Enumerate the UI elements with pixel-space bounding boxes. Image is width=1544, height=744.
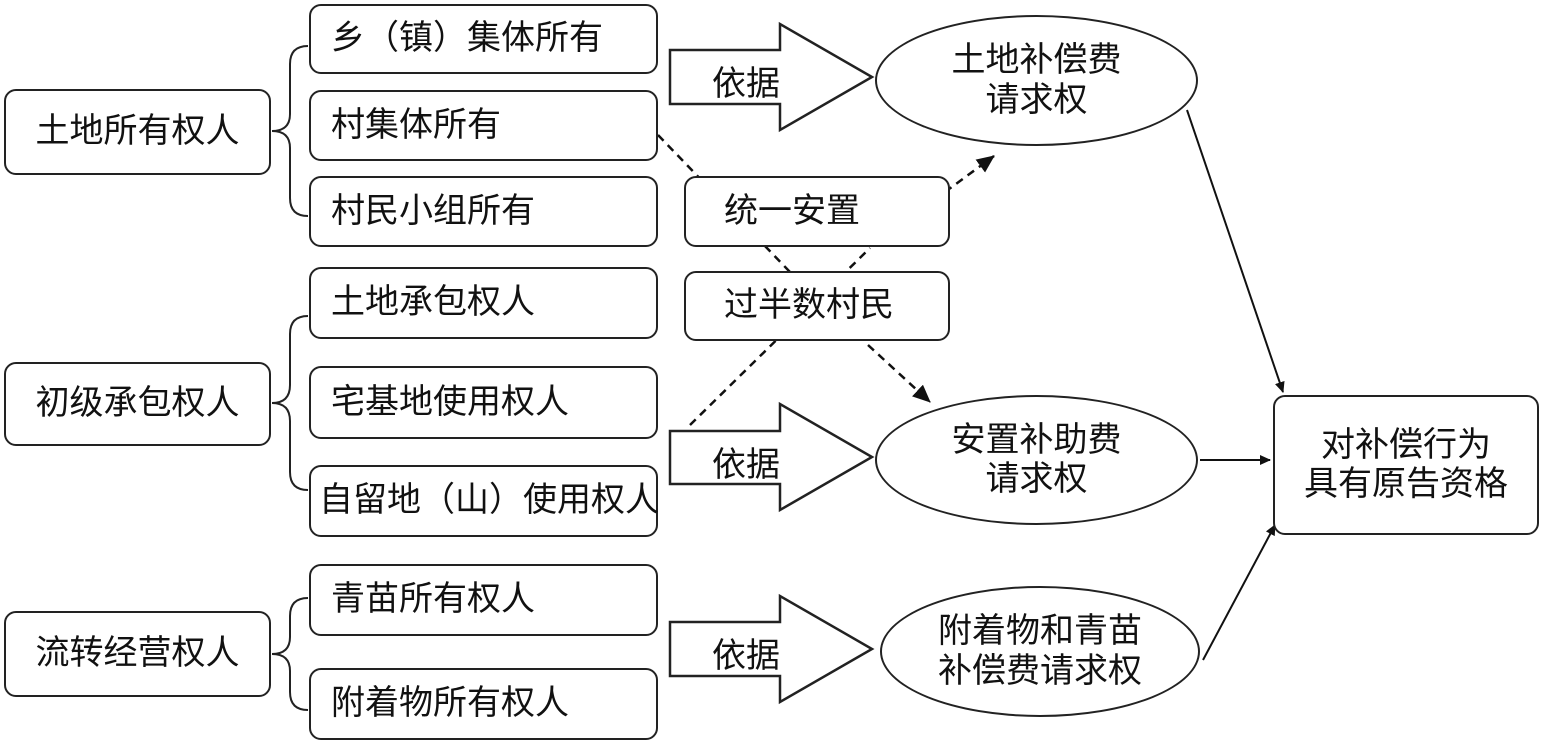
box-text: 过半数村民 xyxy=(724,285,894,326)
item-attachment-owner: 附着物所有权人 xyxy=(309,668,658,740)
item-text: 青苗所有权人 xyxy=(331,579,535,620)
item-text: 附着物所有权人 xyxy=(331,683,569,724)
right-text-line2: 请求权 xyxy=(985,79,1088,120)
item-village-collective: 村集体所有 xyxy=(309,90,658,161)
result-text-line1: 对补偿行为 xyxy=(1321,424,1491,465)
basis-label-1: 依据 xyxy=(712,64,780,104)
right-resettlement-subsidy: 安置补助费 请求权 xyxy=(875,395,1198,525)
group-label-land-owners: 土地所有权人 xyxy=(4,89,271,175)
basis-label-3: 依据 xyxy=(712,636,780,676)
dashed-line-village-to-majority xyxy=(657,134,791,273)
box-majority-villagers: 过半数村民 xyxy=(684,271,950,341)
result-text-line2: 具有原告资格 xyxy=(1304,464,1508,504)
box-unified-resettlement: 统一安置 xyxy=(684,176,950,247)
arrow-attachment-to-result xyxy=(1202,524,1276,661)
right-land-compensation: 土地补偿费 请求权 xyxy=(875,15,1198,146)
result-plaintiff-qualification: 对补偿行为 具有原告资格 xyxy=(1273,395,1539,535)
item-text: 村民小组所有 xyxy=(331,190,535,231)
item-land-contractor: 土地承包权人 xyxy=(309,267,658,339)
item-text: 宅基地使用权人 xyxy=(331,381,569,422)
basis-label-2: 依据 xyxy=(712,445,780,485)
item-homestead-user: 宅基地使用权人 xyxy=(309,366,658,439)
block-arrow-1 xyxy=(668,21,875,133)
right-text-line1: 土地补偿费 xyxy=(951,40,1122,81)
arrow-land-to-result xyxy=(1186,109,1285,393)
bracket-operation xyxy=(271,597,309,711)
item-text: 村集体所有 xyxy=(331,104,501,145)
right-text-line1: 附着物和青苗 xyxy=(938,611,1142,652)
right-attachment-compensation: 附着物和青苗 补偿费请求权 xyxy=(880,586,1200,717)
block-arrow-2 xyxy=(668,401,875,513)
dashed-arrow-to-land-compensation xyxy=(944,154,995,194)
group-label-text: 流转经营权人 xyxy=(35,633,240,674)
right-text-line2: 补偿费请求权 xyxy=(938,650,1142,691)
group-label-text: 土地所有权人 xyxy=(35,111,240,152)
bracket-owners xyxy=(271,45,309,217)
item-text: 土地承包权人 xyxy=(331,282,535,323)
item-township-collective: 乡（镇）集体所有 xyxy=(309,4,658,74)
item-seedling-owner: 青苗所有权人 xyxy=(309,564,658,636)
item-villager-group: 村民小组所有 xyxy=(309,176,658,247)
dashed-arrow-to-resettlement xyxy=(867,344,931,403)
bracket-contract xyxy=(271,315,309,491)
item-text: 乡（镇）集体所有 xyxy=(331,18,603,59)
right-text-line2: 请求权 xyxy=(985,459,1088,499)
group-label-initial-contractors: 初级承包权人 xyxy=(4,362,271,446)
group-label-transfer-operators: 流转经营权人 xyxy=(4,611,271,697)
box-text: 统一安置 xyxy=(724,190,860,231)
group-label-text: 初级承包权人 xyxy=(35,383,240,424)
right-text-line1: 安置补助费 xyxy=(951,419,1122,460)
block-arrow-3 xyxy=(668,593,875,705)
item-private-plot-user: 自留地（山）使用权人 xyxy=(309,465,659,537)
item-text: 自留地（山）使用权人 xyxy=(319,480,659,521)
